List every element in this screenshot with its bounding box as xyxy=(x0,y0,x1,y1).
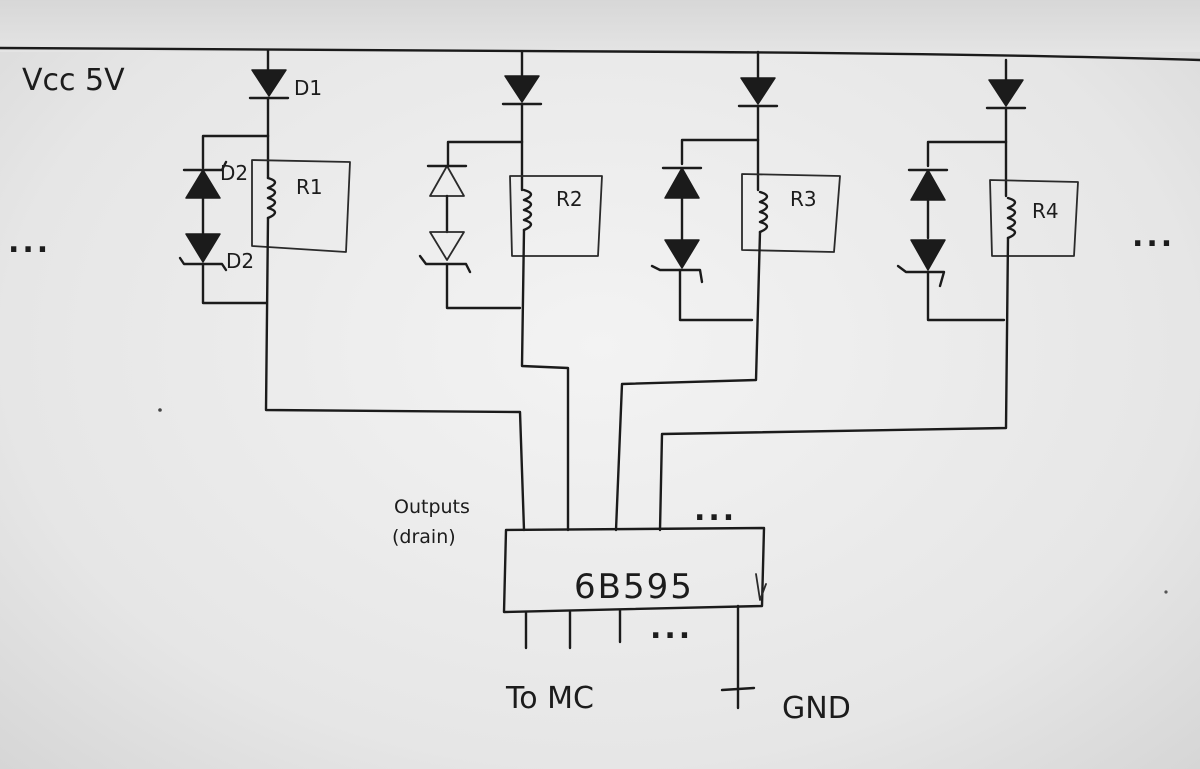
zener-3-bottom xyxy=(650,239,704,284)
relay-r1-label: R1 xyxy=(296,175,323,199)
paper-speck xyxy=(158,408,162,412)
vcc-rail xyxy=(0,46,1200,62)
relay-r2-label: R2 xyxy=(556,187,583,211)
relay-r2 xyxy=(509,175,603,257)
zener-4-bottom xyxy=(896,239,946,288)
drain-label: (drain) xyxy=(392,526,456,548)
diode-d1-label: D1 xyxy=(294,76,322,100)
relay-r1 xyxy=(251,159,351,253)
ground-symbol xyxy=(720,604,756,710)
flyback-diode-d1 xyxy=(248,69,290,100)
paper-speck xyxy=(1164,590,1168,594)
flyback-diode-3 xyxy=(737,77,779,108)
zener-2-top xyxy=(426,164,468,197)
channel-2: R2 xyxy=(418,50,603,532)
relay-r3 xyxy=(741,173,841,253)
outputs-label: Outputs xyxy=(394,496,470,518)
to-mc-label: To MC xyxy=(505,681,594,716)
zener-4-top xyxy=(907,168,949,201)
channel-4: R4 xyxy=(658,58,1079,532)
gnd-label: GND xyxy=(782,691,851,726)
zener-d2-bottom-label: D2 xyxy=(226,249,254,273)
zener-3-top xyxy=(661,166,703,199)
chip-6b595 xyxy=(502,526,767,614)
zener-2-bottom xyxy=(418,231,472,274)
relay-r3-label: R3 xyxy=(790,187,817,211)
relay-r4-label: R4 xyxy=(1032,199,1059,223)
chip-top-ellipsis: ... xyxy=(694,493,737,528)
channel-1: D1 D2 D2 R1 xyxy=(178,48,526,532)
channel-3: R3 xyxy=(614,50,841,532)
flyback-diode-2 xyxy=(501,75,543,106)
vcc-label: Vcc 5V xyxy=(22,63,125,98)
zener-d2-top-label: D2 xyxy=(220,161,248,185)
chip-label: 6B595 xyxy=(574,567,694,607)
left-ellipsis: ... xyxy=(8,225,51,260)
flyback-diode-4 xyxy=(985,79,1027,110)
chip-bottom-ellipsis: ... xyxy=(650,611,693,646)
relay-r4 xyxy=(989,179,1079,257)
right-ellipsis: ... xyxy=(1132,219,1175,254)
chip-input-pins xyxy=(524,608,622,650)
